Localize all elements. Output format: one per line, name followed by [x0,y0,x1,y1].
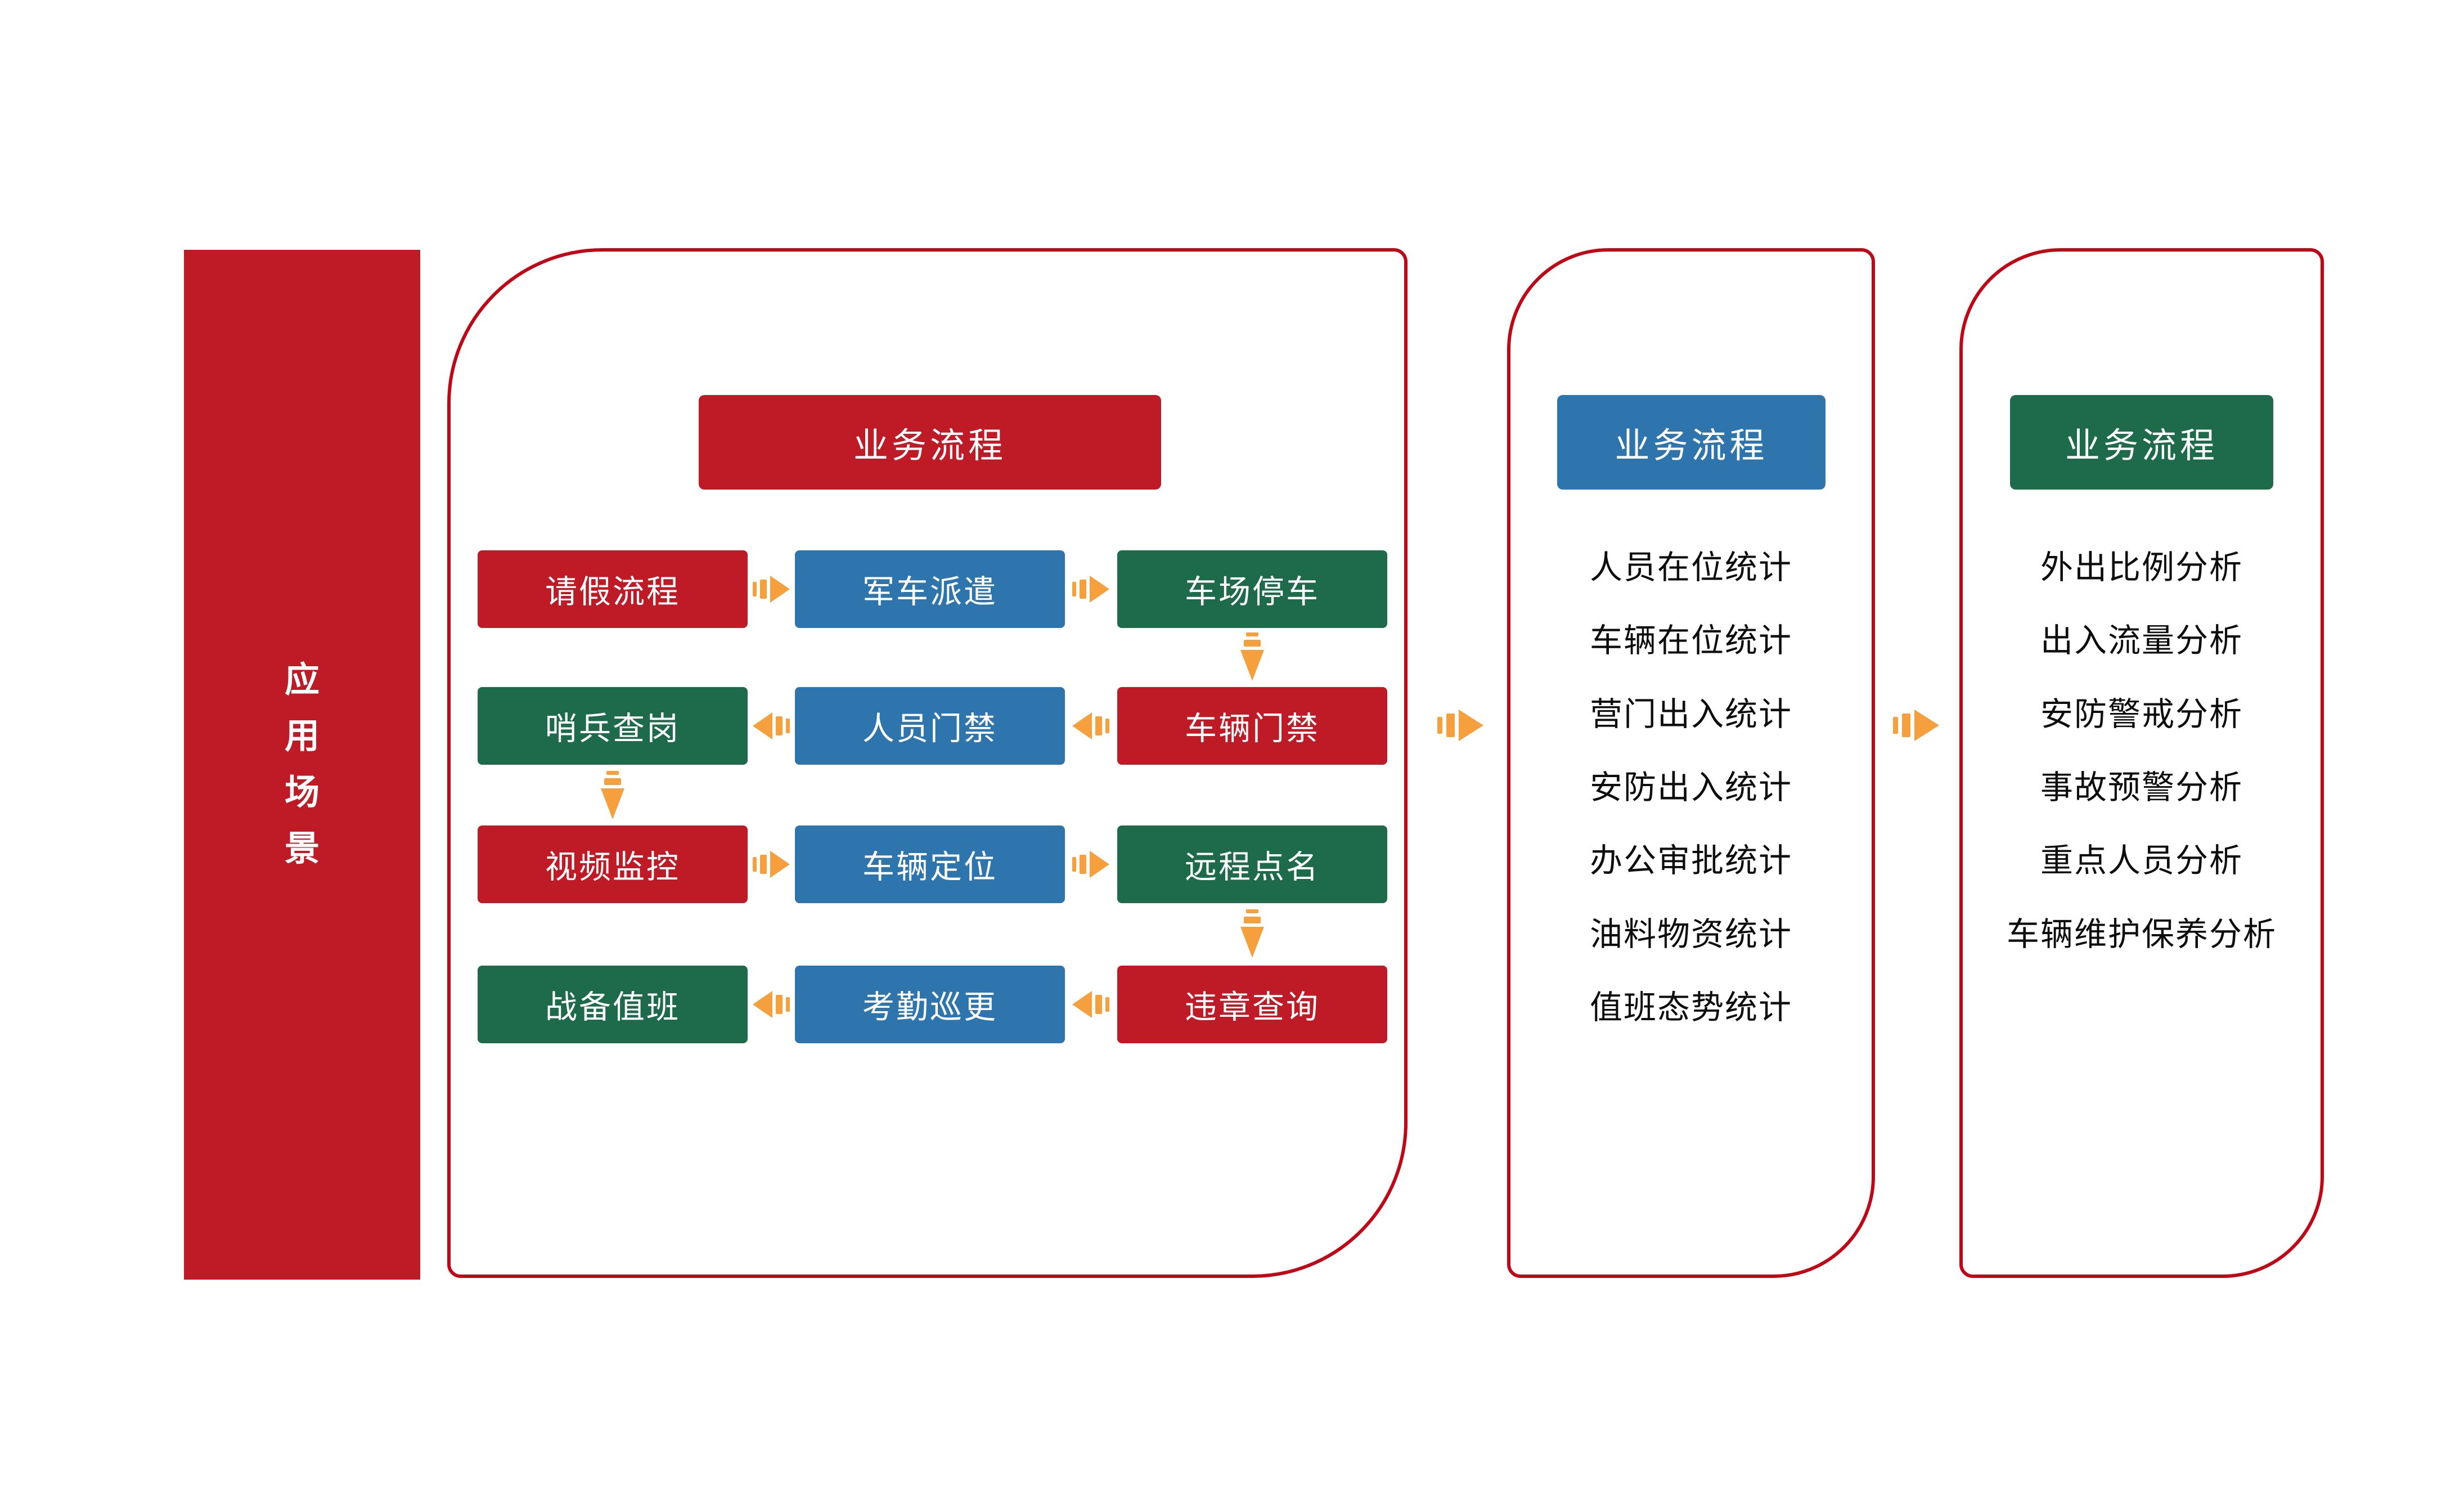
flow-box: 车辆门禁 [1117,687,1387,765]
striped-left-arrow-icon [753,712,790,739]
list-item: 值班态势统计 [1589,989,1792,1026]
flow-box: 战备值班 [478,966,748,1043]
flow-box: 考勤巡更 [795,966,1065,1043]
list-item: 事故预警分析 [2040,769,2243,806]
application-scenario-label: 应用场景 [284,661,320,868]
flow-panel-header: 业务流程 [699,395,1161,490]
striped-right-arrow-icon [753,851,790,878]
flow-box: 车辆定位 [795,825,1065,903]
flow-box: 请假流程 [478,550,748,628]
striped-left-arrow-icon [1072,712,1109,739]
striped-right-arrow-icon [753,576,790,603]
list-item: 人员在位统计 [1589,549,1792,586]
list-item: 重点人员分析 [2040,842,2243,879]
flow-box: 车场停车 [1117,550,1387,628]
striped-left-arrow-icon [1072,991,1109,1018]
analysis-panel-header: 业务流程 [2010,395,2273,490]
striped-right-arrow-icon [1893,710,1939,741]
flow-box: 远程点名 [1117,825,1387,903]
list-item: 办公审批统计 [1589,842,1792,879]
list-item: 车辆在位统计 [1589,622,1792,659]
list-item: 车辆维护保养分析 [2006,916,2277,953]
list-item: 外出比例分析 [2040,549,2243,586]
striped-left-arrow-icon [753,991,790,1018]
list-item: 营门出入统计 [1589,696,1792,733]
striped-right-arrow-icon [1437,710,1483,741]
flow-box: 军车派遣 [795,550,1065,628]
stats-panel-header: 业务流程 [1557,395,1825,490]
striped-down-arrow-icon [1240,909,1264,958]
flow-box: 违章查询 [1117,966,1387,1043]
list-item: 油料物资统计 [1589,916,1792,953]
list-item: 出入流量分析 [2040,622,2243,659]
striped-down-arrow-icon [1240,632,1264,681]
application-scenario-banner: 应用场景 [184,250,420,1280]
flow-box: 视频监控 [478,825,748,903]
list-item: 安防出入统计 [1589,769,1792,806]
flow-box: 人员门禁 [795,687,1065,765]
striped-right-arrow-icon [1072,851,1109,878]
list-item: 安防警戒分析 [2040,696,2243,733]
flow-box: 哨兵查岗 [478,687,748,765]
striped-right-arrow-icon [1072,576,1109,603]
striped-down-arrow-icon [601,771,624,819]
